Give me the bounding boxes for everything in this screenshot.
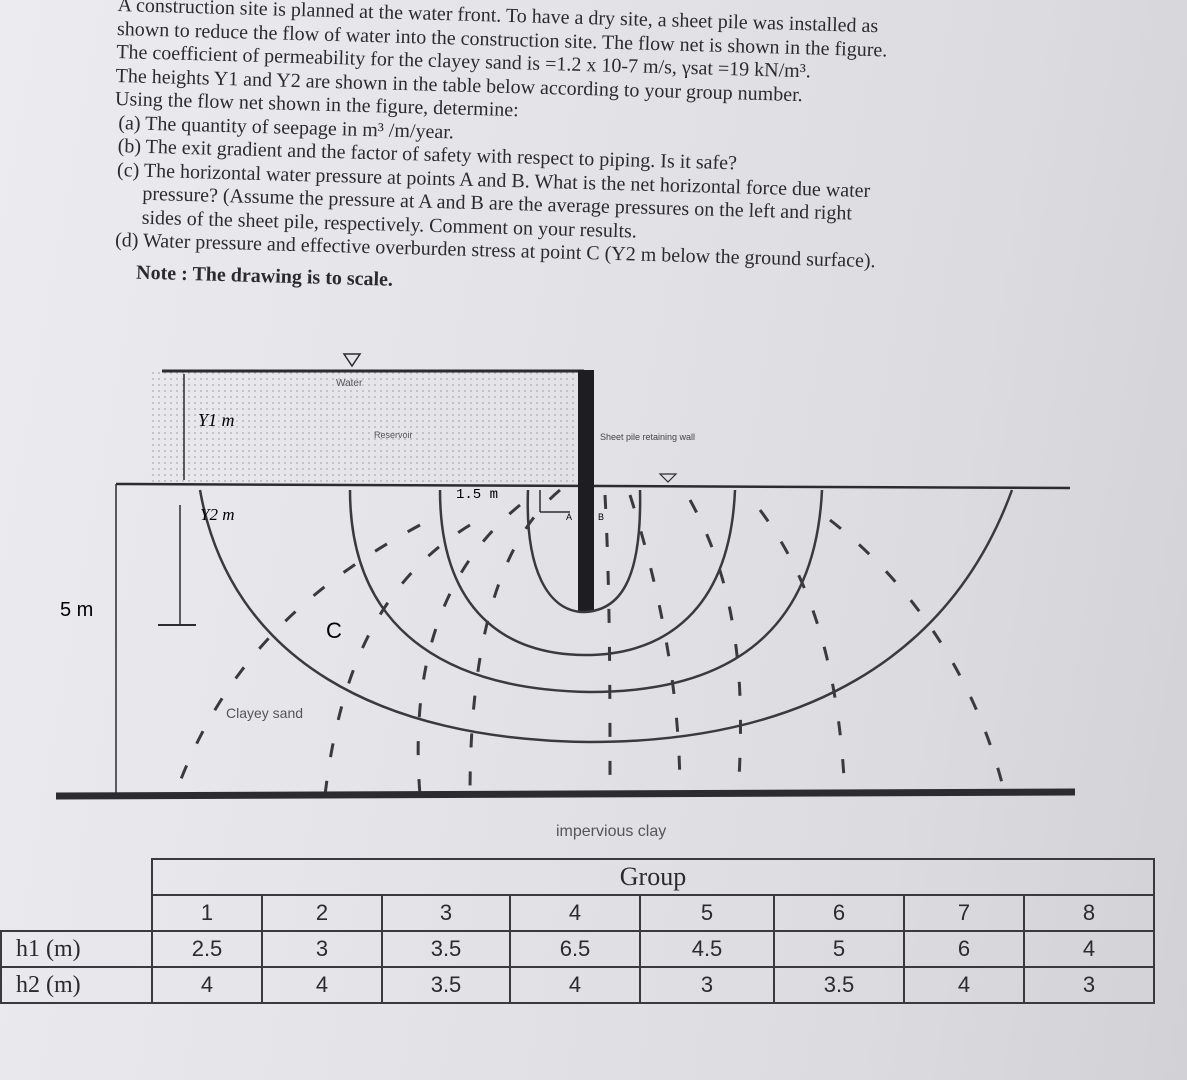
label-point-a: A: [566, 512, 572, 522]
table-cell: 4: [151, 966, 263, 1004]
group-number: 3: [381, 894, 511, 932]
water-level-triangle: [342, 353, 362, 368]
table-cell: 4: [1023, 930, 1155, 968]
label-point-b: B: [598, 512, 604, 522]
table-cell: 6: [903, 930, 1025, 968]
table-cell: 3: [261, 930, 383, 968]
flow-net-diagram: Water Y1 m Reservoir Sheet pile retainin…: [55, 353, 1076, 840]
table-cell: 4: [509, 966, 641, 1004]
row-label: h2 (m): [0, 966, 153, 1004]
table-cell: 3.5: [773, 966, 905, 1004]
label-point-c: C: [326, 618, 342, 643]
table-cell: 3: [1023, 966, 1155, 1004]
table-cell: 5: [773, 930, 905, 968]
reservoir-water: [150, 372, 582, 484]
table-corner: [1, 859, 152, 895]
label-reservoir: Reservoir: [374, 430, 413, 440]
table-cell: 3.5: [381, 930, 511, 968]
group-number: 5: [639, 894, 775, 932]
table-cell: 6.5: [509, 930, 641, 968]
label-y1: Y1 m: [198, 410, 235, 430]
downstream-water-triangle: [658, 473, 678, 483]
group-header: Group: [151, 858, 1155, 896]
flow-lines: [198, 489, 1014, 744]
group-number: 8: [1023, 894, 1155, 932]
label-1-5m: 1.5 m: [456, 487, 498, 503]
sheet-pile: [578, 370, 594, 612]
group-number: 4: [509, 894, 641, 932]
label-sheet-pile: Sheet pile retaining wall: [600, 432, 695, 442]
table-cell: 4: [903, 966, 1025, 1004]
impervious-layer: [55, 788, 1076, 800]
table-cell: 3.5: [381, 966, 511, 1004]
row-label: h1 (m): [0, 930, 153, 968]
table-cell: 4: [261, 966, 383, 1004]
label-water: Water: [336, 378, 363, 389]
depth-marker: [539, 490, 570, 513]
table-cell: 4.5: [639, 930, 775, 968]
group-number: 6: [773, 894, 905, 932]
group-number: 2: [261, 894, 383, 932]
label-impervious: impervious clay: [556, 823, 666, 840]
group-number: 7: [903, 894, 1025, 932]
table-row: h2 (m) 4 4 3.5 4 3 3.5 4 3: [0, 966, 1155, 1004]
label-5m: 5 m: [60, 599, 93, 621]
table-cell: 3: [639, 966, 775, 1004]
problem-text: A construction site is planned at the wa…: [110, 0, 1023, 309]
label-clayey-sand: Clayey sand: [226, 705, 303, 721]
equipotential-lines: [173, 488, 1007, 796]
group-table-container: Group 1 2 3 4 5 6 7 8 h1 (m) 2.5 3 3.5 6…: [0, 858, 1187, 1004]
table-row: h1 (m) 2.5 3 3.5 6.5 4.5 5 6 4: [0, 930, 1155, 968]
table-corner: [1, 895, 152, 931]
group-table: Group 1 2 3 4 5 6 7 8 h1 (m) 2.5 3 3.5 6…: [0, 858, 1155, 1004]
group-number: 1: [151, 894, 263, 932]
label-y2: Y2 m: [200, 505, 234, 524]
table-cell: 2.5: [151, 930, 263, 968]
